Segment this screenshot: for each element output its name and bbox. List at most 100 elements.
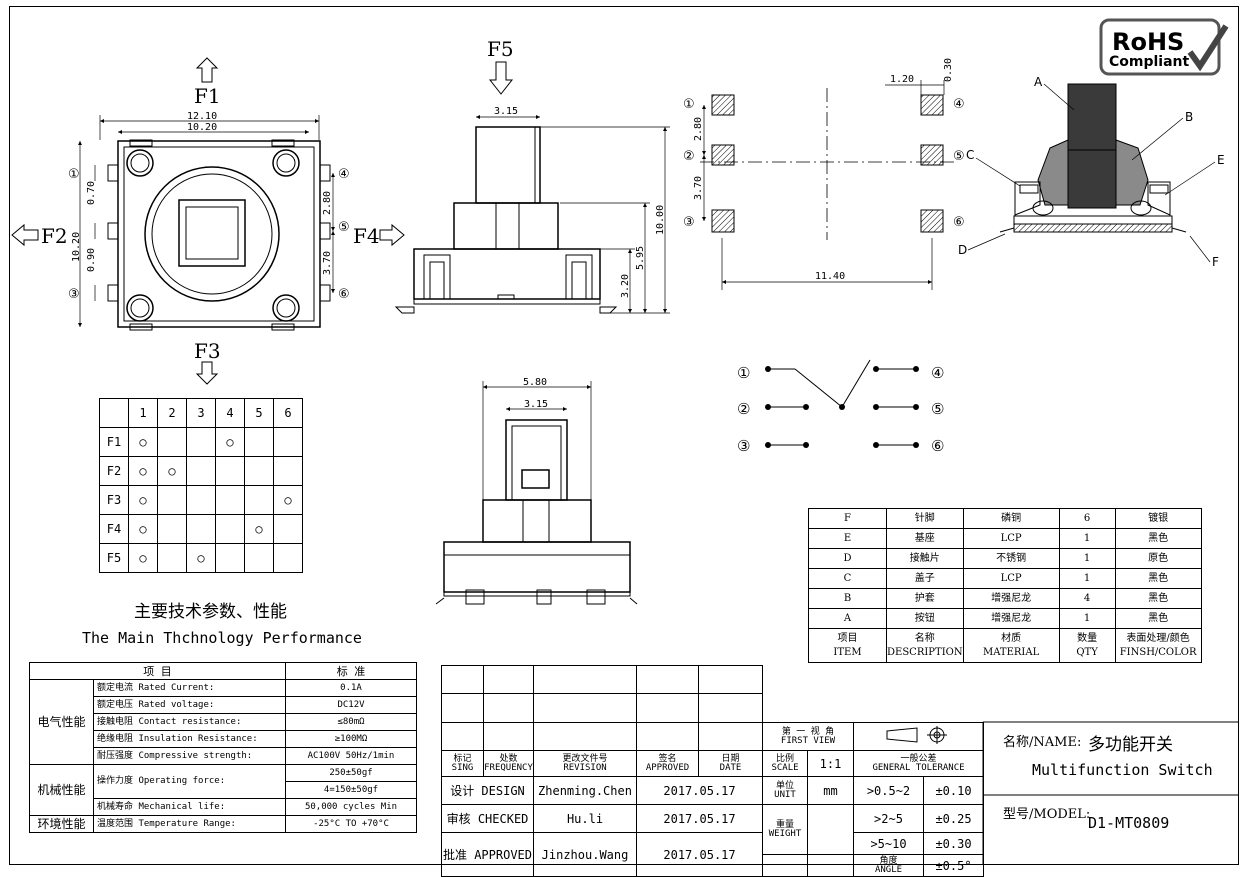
tol-range: >2~5 (853, 804, 924, 833)
matrix-header: 1 (128, 398, 158, 428)
name-en: Multifunction Switch (1032, 761, 1213, 779)
part-d-label: D (958, 243, 967, 257)
table-cell: 不锈钢 (962, 548, 1060, 569)
matrix-cell (186, 427, 216, 457)
matrix-cell: ○ (215, 427, 245, 457)
scale-value: 1:1 (807, 750, 854, 777)
dim-side-h2: 5.95 (635, 246, 646, 270)
spec-value: 50,000 cycles Min (285, 798, 417, 816)
dim-pad-h: 0.30 (943, 58, 954, 82)
check-date: 2017.05.17 (636, 804, 763, 833)
spec-head-std: 标 准 (285, 662, 417, 680)
matrix-cell: ○ (128, 485, 158, 515)
spec-value: ≥100MΩ (285, 730, 417, 748)
spec-head-item: 项 目 (29, 662, 286, 680)
param-cn: 耐压强度 (97, 750, 134, 761)
rohs-badge: RoHS Compliant (1099, 18, 1229, 76)
appr-cn: 签名 (658, 753, 677, 764)
spec-param: 耐压强度 Compressive strength: (93, 747, 286, 765)
header-cn: 材质 (1001, 632, 1022, 644)
param-en: Compressive strength: (138, 750, 253, 761)
pin-6-label: ⑥ (338, 287, 350, 302)
header-en: DESCRIPTION (887, 646, 963, 658)
matrix-cell (273, 456, 303, 486)
arrow-down-icon (488, 61, 514, 95)
rev-cn: 更改文件号 (562, 753, 608, 764)
matrix-cell (157, 514, 187, 544)
force-f4-label: F4 (353, 224, 380, 248)
projection-symbol-cell (853, 722, 984, 751)
matrix-cell (186, 514, 216, 544)
pin-5-label: ⑤ (338, 220, 350, 235)
param-en: Insulation Resistance: (138, 733, 258, 744)
matrix-header: 3 (186, 398, 216, 428)
matrix-row: F5○○ (99, 543, 303, 573)
dim-right-h2: 3.70 (322, 251, 333, 275)
dim-left-h3: 10.20 (71, 232, 82, 262)
spec-value: 4=150±50gf (285, 781, 417, 799)
param-cn: 接触电阻 (97, 716, 134, 727)
compliant-text: Compliant (1109, 54, 1190, 70)
matrix-cell (157, 427, 187, 457)
table-cell: 针脚 (886, 508, 964, 529)
date-cn: 日期 (721, 753, 740, 764)
table-cell: 镀银 (1114, 508, 1202, 529)
table-cell: 6 (1058, 508, 1116, 529)
force-f2-label: F2 (41, 224, 68, 248)
unit-value: mm (807, 776, 854, 805)
matrix-row: F2○○ (99, 456, 303, 486)
matrix-cell: ○ (128, 456, 158, 486)
matrix-cell (157, 485, 187, 515)
performance-title-cn: 主要技术参数、性能 (134, 602, 287, 622)
force-f5-label: F5 (487, 37, 514, 61)
dim-front-w1: 5.80 (523, 377, 547, 388)
matrix-cell (244, 485, 274, 515)
table-cell: 盖子 (886, 568, 964, 589)
pad-1-label: ① (683, 97, 695, 112)
pin-1-label: ① (68, 167, 80, 182)
freq-en: FREQUENCY (484, 762, 533, 773)
matrix-header: 4 (215, 398, 245, 428)
part-a-label: A (1034, 75, 1043, 89)
weight-cn: 重量 (775, 819, 794, 830)
sch-pin-3: ③ (737, 437, 750, 455)
rev-en: REVISION (563, 762, 607, 773)
part-c-label: C (966, 148, 974, 162)
design-label: 设计 DESIGN (441, 776, 534, 805)
spec-param: 额定电流 Rated Current: (93, 679, 286, 697)
spec-param: 机械寿命 Mechanical life: (93, 798, 286, 816)
matrix-header: 2 (157, 398, 187, 428)
table-cell: 黑色 (1114, 528, 1202, 549)
table-cell: 黑色 (1114, 608, 1202, 629)
param-cn: 机械寿命 (97, 801, 134, 812)
table-cell: C (808, 568, 887, 589)
table-cell: 1 (1058, 568, 1116, 589)
dim-side-h3: 3.20 (620, 274, 631, 298)
table-row: 电气性能 额定电流 Rated Current: 0.1A (29, 679, 417, 765)
matrix-cell (244, 456, 274, 486)
unit-en: UNIT (774, 789, 796, 800)
side-view: F5 3.15 10.00 5.95 3.20 (394, 37, 670, 314)
front-view: 5.80 3.15 (435, 377, 638, 605)
param-cn: 额定电压 (97, 699, 134, 710)
spec-value: 0.1A (285, 679, 417, 697)
matrix-cell (186, 485, 216, 515)
spec-param: 接触电阻 Contact resistance: (93, 713, 286, 731)
group-environment: 环境性能 (29, 815, 94, 833)
arrow-down-icon (195, 361, 219, 385)
param-en: Mechanical life: (138, 801, 226, 812)
tol-en: GENERAL TOLERANCE (872, 762, 965, 773)
dim-top-w1: 12.10 (187, 111, 217, 122)
header-en: FINSH/COLOR (1119, 646, 1197, 658)
